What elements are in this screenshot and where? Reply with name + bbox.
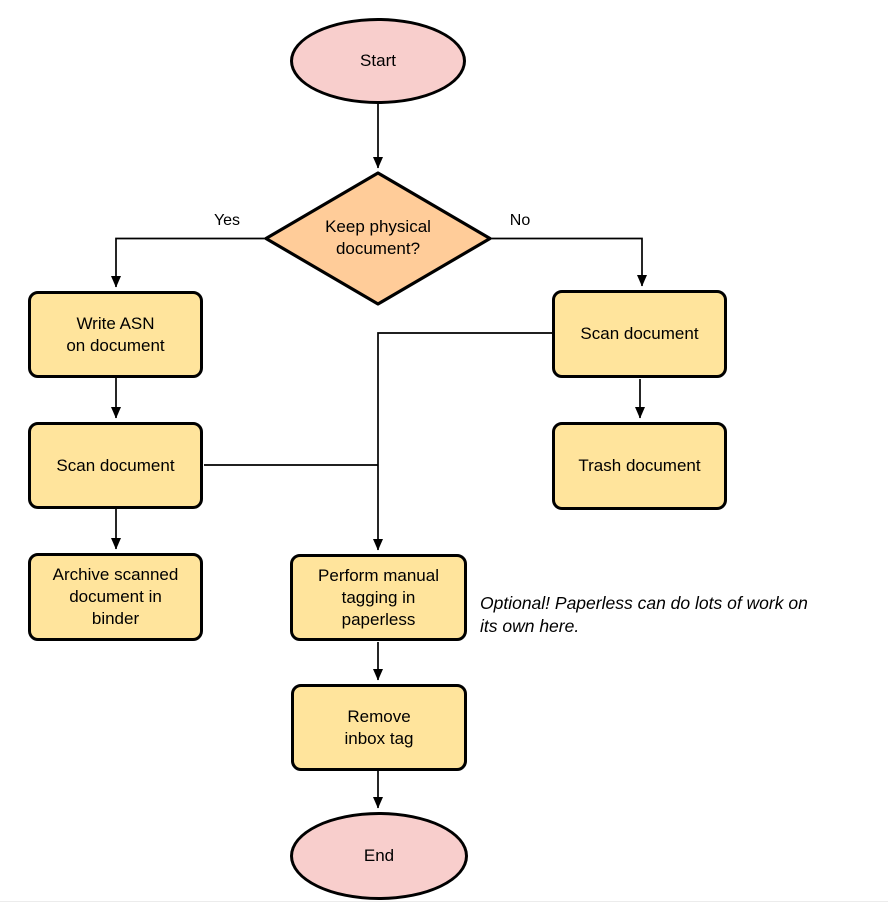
- node-end: End: [290, 812, 468, 900]
- edge-scanright-perform: [373, 332, 552, 551]
- node-perform-tagging: Perform manual tagging in paperless: [290, 554, 467, 641]
- edge-label-no: No: [509, 212, 531, 229]
- node-remove-inbox-tag: Remove inbox tag: [291, 684, 467, 771]
- node-trash: Trash document: [552, 422, 727, 510]
- node-scan-right: Scan document: [552, 290, 727, 378]
- note-optional: Optional! Paperless can do lots of work …: [480, 593, 808, 636]
- node-write-asn: Write ASN on document: [28, 291, 203, 378]
- edge-decision-scanright: [491, 237, 647, 287]
- decision-diamond-shape: [264, 171, 492, 306]
- node-scan-left: Scan document: [28, 422, 203, 509]
- node-start: Start: [290, 18, 466, 104]
- node-archive: Archive scanned document in binder: [28, 553, 203, 641]
- node-decision-label: Keep physical document?: [325, 217, 431, 258]
- edge-label-yes: Yes: [213, 212, 241, 229]
- bottom-divider: [0, 901, 888, 902]
- edge-decision-writeasn: [111, 237, 266, 288]
